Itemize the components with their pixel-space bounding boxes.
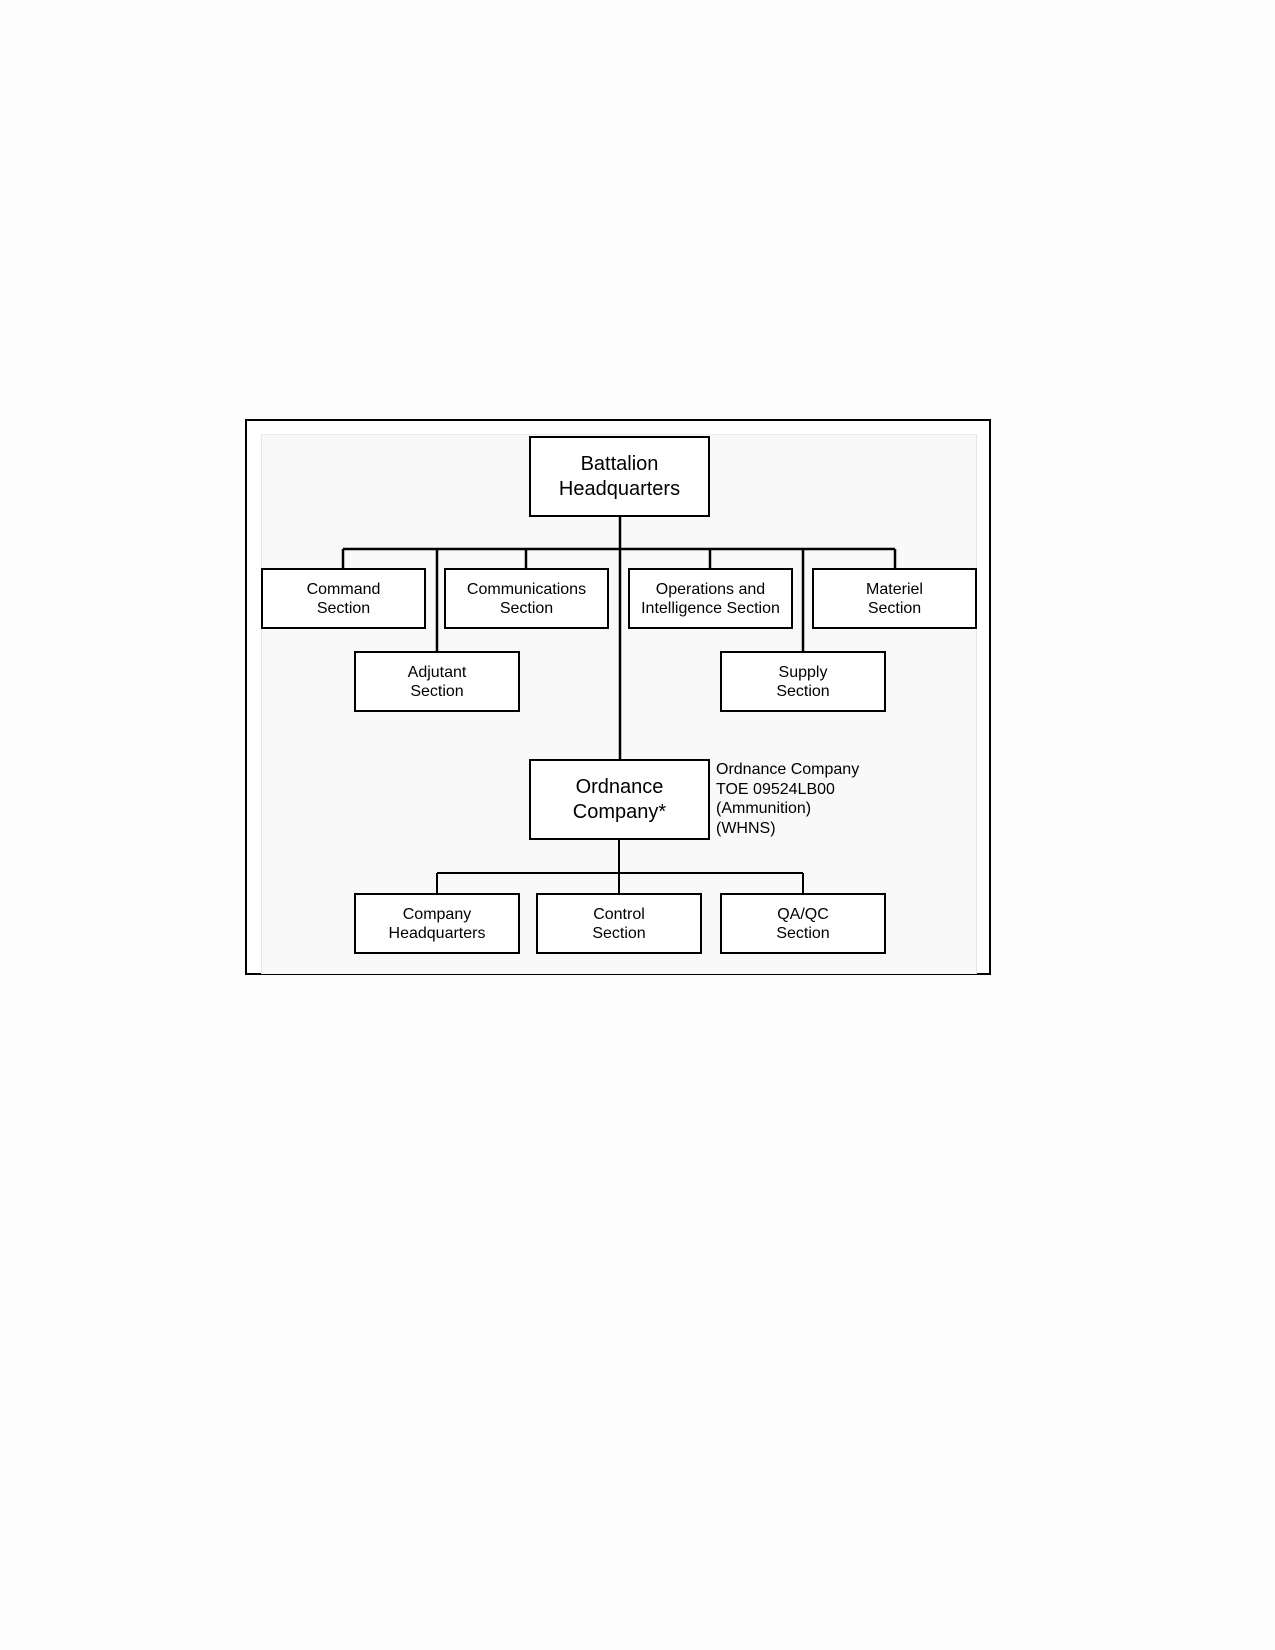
note-line-1: Ordnance Company [716, 761, 860, 778]
company-headquarters-box: Company Headquarters [354, 893, 520, 954]
communications-section-box: Communications Section [444, 568, 609, 629]
battalion-headquarters-box: Battalion Headquarters [529, 436, 710, 517]
ordnance-company-note: Ordnance Company TOE 09524LB00 (Ammuniti… [716, 760, 859, 838]
qaqc-section-box: QA/QC Section [720, 893, 886, 954]
supply-section-box: Supply Section [720, 651, 886, 712]
adjutant-section-box: Adjutant Section [354, 651, 520, 712]
command-section-box: Command Section [261, 568, 426, 629]
note-line-4: (WHNS) [716, 819, 776, 837]
note-line-2: TOE 09524LB00 [716, 780, 835, 798]
control-section-box: Control Section [536, 893, 702, 954]
materiel-section-box: Materiel Section [812, 568, 977, 629]
note-line-3: (Ammunition) [716, 800, 812, 817]
ordnance-company-box: Ordnance Company* [529, 759, 710, 840]
operations-intelligence-section-box: Operations and Intelligence Section [628, 568, 793, 629]
